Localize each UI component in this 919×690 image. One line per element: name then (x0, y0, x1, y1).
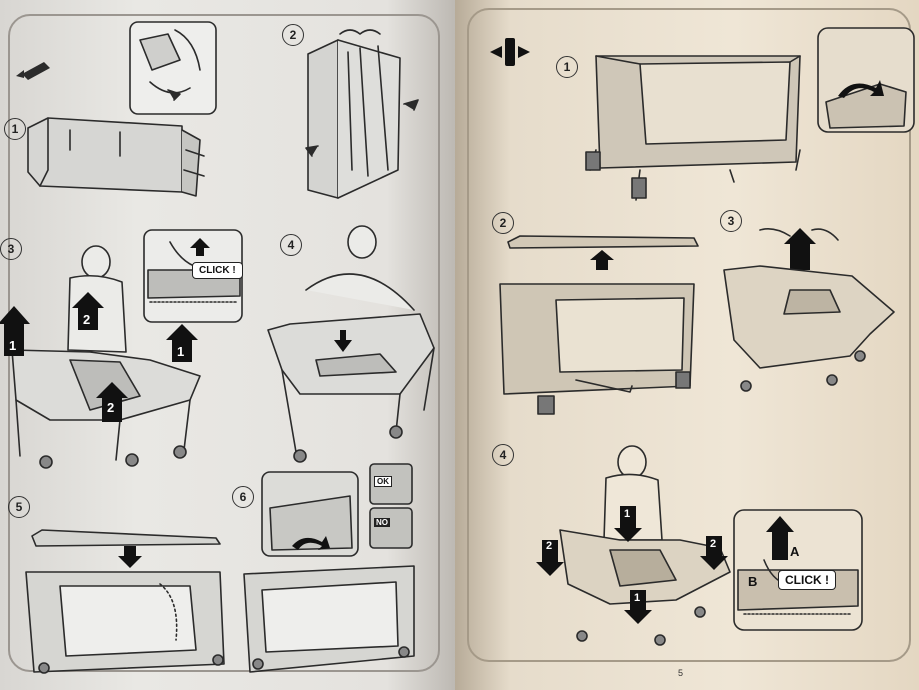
step-number: 2 (492, 212, 514, 234)
right-step4-arrows (536, 506, 728, 624)
step1-inset (129, 21, 217, 115)
right-page-border (467, 8, 911, 662)
arrow-label: 2 (107, 400, 115, 415)
page-number: 5 (678, 668, 684, 678)
fold-icon (16, 62, 50, 80)
step2-frame (305, 29, 419, 199)
step6-inset (243, 463, 415, 673)
no-label: NO (374, 518, 390, 527)
step-number: 3 (720, 210, 742, 232)
step3-arrows (0, 292, 198, 422)
step-number: 6 (232, 486, 254, 508)
step-number: 4 (280, 234, 302, 256)
arrow-label: 2 (710, 538, 717, 550)
letter-a: A (790, 544, 800, 559)
step-number: 3 (0, 238, 22, 260)
step-number: 1 (556, 56, 578, 78)
right-step1-playard (585, 55, 801, 201)
right-step1-inset (817, 27, 915, 133)
arrow-label: 2 (83, 312, 91, 327)
click-label: CLICK ! (192, 262, 243, 279)
step1-folded-unit (27, 117, 205, 197)
right-step2-playard (499, 235, 699, 415)
step-number: 4 (492, 444, 514, 466)
step-number: 2 (282, 24, 304, 46)
arrow-label: 1 (624, 508, 631, 520)
arrow-label: 1 (177, 344, 185, 359)
arrows-in-icon (490, 38, 530, 66)
step-number: 1 (4, 118, 26, 140)
step-number: 5 (8, 496, 30, 518)
step4-playard (267, 225, 435, 463)
arrow-label: 1 (634, 592, 641, 604)
ok-label: OK (374, 476, 392, 487)
arrow-label: 2 (546, 540, 553, 552)
arrow-label: 1 (9, 338, 17, 353)
letter-b: B (748, 574, 758, 589)
right-step3-playard (723, 228, 895, 392)
step5-playard (25, 529, 225, 674)
click-label: CLICK ! (778, 570, 836, 590)
